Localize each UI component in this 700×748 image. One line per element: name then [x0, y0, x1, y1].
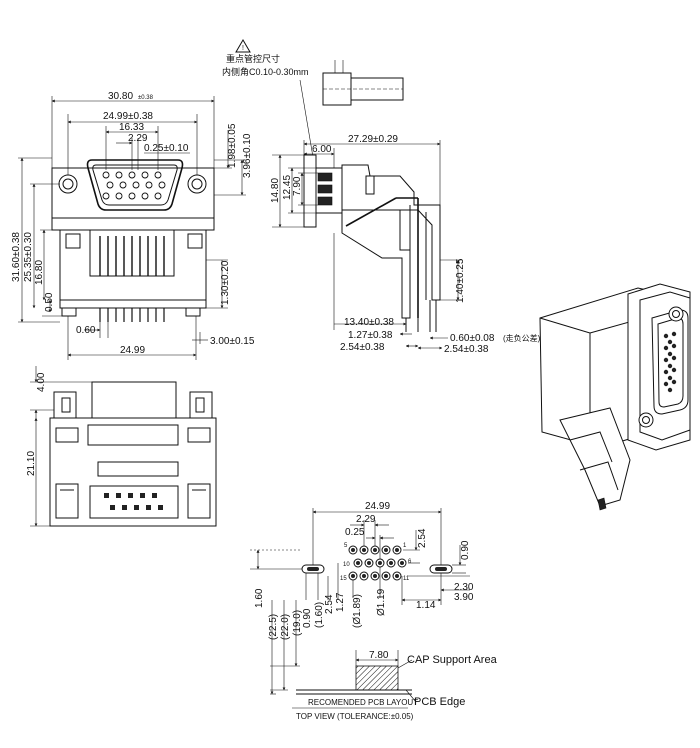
- dim-tail: 0.60: [76, 325, 96, 336]
- warning-triangle-icon: !: [235, 39, 251, 53]
- dim-height-mid: 25.35±0.30: [23, 232, 34, 282]
- dim-bottom-top: 4.00: [36, 372, 47, 392]
- pin-label-10: 10: [343, 562, 350, 568]
- pcb-dim-v7: 1.27: [335, 592, 346, 612]
- pin-label-1: 1: [403, 543, 407, 549]
- dim-bottom-height: 21.10: [26, 451, 37, 476]
- bottom-view: 4.00 21.10: [26, 366, 217, 527]
- dim-pin-span: 24.99: [120, 345, 145, 356]
- pcb-dim-slot: 0.90: [460, 540, 471, 560]
- dim-pitch-c: 2.54±0.38: [444, 344, 489, 355]
- pcb-dim-v6: 2.54: [324, 594, 335, 614]
- dim-h2: 12.45: [282, 175, 293, 200]
- dim-depth: 27.29±0.29: [348, 134, 398, 145]
- note-line-2: 内侧角C0.10-0.30mm: [222, 66, 309, 77]
- dim-h1: 14.80: [270, 178, 281, 203]
- dim-height-total: 31.60±0.38: [11, 232, 22, 282]
- pcb-dim-cap: 7.80: [369, 650, 389, 661]
- pcb-dim-v2: (22.0): [280, 614, 291, 640]
- dim-pitch: 2.29: [128, 133, 148, 144]
- dim-flange-thk: 6.00: [312, 144, 332, 155]
- pcb-dim-hole-small: Ø1.19: [376, 588, 387, 616]
- pcb-dim-right3: 1.14: [416, 600, 436, 611]
- pcb-layout: 5 1 10 6 15 11 24.99 2.29 0.25 2.54 0.90: [250, 501, 498, 721]
- dim-step: 0.50: [44, 292, 55, 312]
- detail-sketch: [322, 60, 404, 106]
- dim-shell: 16.33: [119, 122, 144, 133]
- pcb-dim-hole-big: (Ø1.89): [352, 594, 363, 628]
- pcb-dim-v3: (19.0): [292, 610, 303, 636]
- note-line-1: 重点管控尺寸: [226, 53, 280, 64]
- pcb-dim-right2: 3.90: [454, 592, 474, 603]
- pin-label-15: 15: [340, 576, 347, 582]
- pcb-dim-offset: 0.25: [345, 527, 365, 538]
- dim-overall-width: 30.80: [108, 91, 133, 102]
- pcb-dim-v1: (22.5): [268, 614, 279, 640]
- pcb-dim-pitch: 2.29: [356, 514, 376, 525]
- dim-pitch-a: 1.27±0.38: [348, 330, 393, 341]
- dim-top-2: 3.96±0.10: [242, 133, 253, 178]
- dim-standoff: 1.30±0.20: [220, 260, 231, 305]
- dim-lead: 1.40±0.25: [455, 258, 466, 303]
- dim-pin-note: (走负公差): [503, 333, 541, 343]
- pcb-title-2: TOP VIEW (TOLERANCE:±0.05): [296, 712, 414, 721]
- svg-text:!: !: [242, 45, 244, 52]
- front-view: 30.80 ±0.38 24.99±0.38 16.33 2.29 0.25±0…: [11, 91, 255, 360]
- dim-tail-len: 3.00±0.15: [210, 336, 255, 347]
- warning-note: ! 重点管控尺寸 内侧角C0.10-0.30mm: [222, 39, 404, 176]
- dim-h3: 7.90: [292, 176, 303, 196]
- dim-pin-thk: 0.60±0.08: [450, 333, 495, 344]
- side-view: 27.29±0.29 6.00 14.80 12.45 7.90 1.40±0.…: [270, 134, 541, 355]
- pcb-dim-row: 2.54: [417, 528, 428, 548]
- dim-offset: 0.25±0.10: [144, 143, 189, 154]
- iso-view: [539, 283, 691, 511]
- pin-label-11: 11: [403, 576, 410, 582]
- pcb-dim-span: 24.99: [365, 501, 390, 512]
- pcb-dim-left1: 1.60: [254, 588, 265, 608]
- pcb-title-1: RECOMENDED PCB LAYOUT: [308, 698, 418, 707]
- dim-pitch-b: 2.54±0.38: [340, 342, 385, 353]
- dim-height-low: 16.80: [34, 260, 45, 285]
- pcb-edge-label: PCB Edge: [414, 696, 465, 708]
- pin-label-6: 6: [408, 559, 412, 565]
- pcb-dim-v4: 0.90: [302, 608, 313, 628]
- pin-label-5: 5: [344, 543, 348, 549]
- dim-overall-width-tol: ±0.38: [138, 95, 154, 101]
- dim-row-offset: 13.40±0.38: [344, 317, 394, 328]
- dim-top-1: 1.98±0.05: [227, 123, 238, 168]
- pcb-dim-right1: 2.30: [454, 582, 474, 593]
- cap-support-label: CAP Support Area: [407, 654, 498, 666]
- dim-flange: 24.99±0.38: [103, 111, 153, 122]
- pcb-dim-v5: (1.60): [314, 602, 325, 628]
